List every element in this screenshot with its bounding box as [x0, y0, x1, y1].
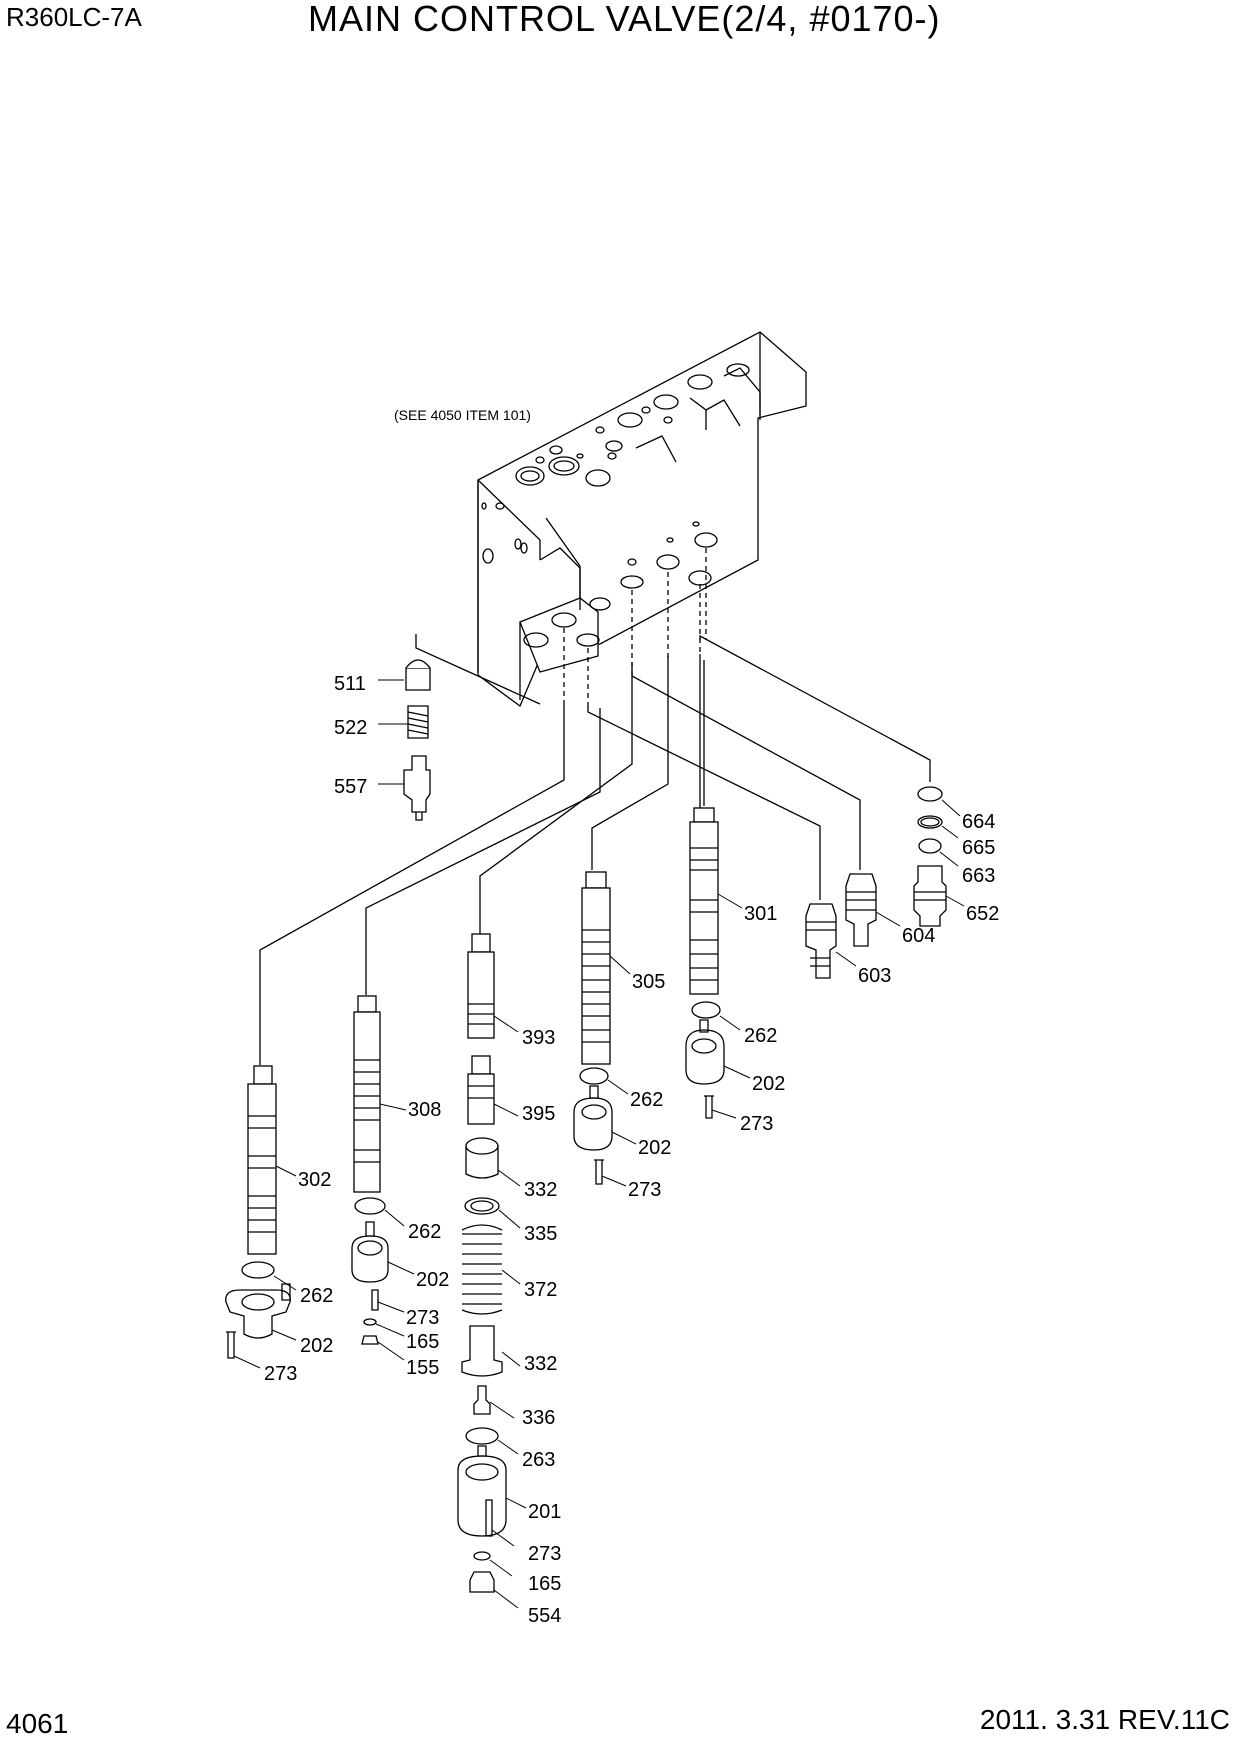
part-label-663: 663: [962, 865, 995, 887]
projection-lines: [563, 548, 707, 702]
part-label-664: 664: [962, 811, 995, 833]
part-labels: 511 522 557 664 665 663 652 604 603 301 …: [264, 673, 999, 1627]
part-604: [845, 873, 877, 947]
spool-305-group: [573, 871, 613, 1185]
page-number: 4061: [6, 1708, 69, 1739]
parts-664-665-663-652: [913, 786, 947, 927]
part-label-262-c: 262: [300, 1285, 333, 1307]
part-label-301: 301: [744, 903, 777, 925]
spool-302-group: [225, 1065, 291, 1359]
part-label-332-b: 332: [524, 1353, 557, 1375]
revision-stamp: 2011. 3.31 REV.11C: [979, 1704, 1230, 1735]
part-label-202-c: 202: [300, 1335, 333, 1357]
part-label-395: 395: [522, 1103, 555, 1125]
spool-308-group: [351, 995, 389, 1345]
valve-body: [477, 331, 807, 708]
part-label-308: 308: [408, 1099, 441, 1121]
part-603: [805, 903, 837, 979]
part-label-554: 554: [528, 1605, 561, 1627]
part-label-511: 511: [334, 673, 366, 695]
part-label-603: 603: [858, 965, 891, 987]
part-label-165-b: 165: [406, 1331, 439, 1353]
part-label-557: 557: [334, 776, 367, 798]
part-label-273-c: 273: [406, 1307, 439, 1329]
spool-301-group: [685, 807, 725, 1119]
part-label-201: 201: [528, 1501, 561, 1523]
routing-lines: [259, 634, 931, 1065]
part-label-273-a: 273: [740, 1113, 773, 1135]
spool-393-group: [457, 933, 507, 1593]
part-label-522: 522: [334, 717, 367, 739]
part-label-165-a: 165: [528, 1573, 561, 1595]
reference-note: (SEE 4050 ITEM 101): [394, 407, 531, 423]
part-label-336: 336: [522, 1407, 555, 1429]
part-label-262-d: 262: [630, 1089, 663, 1111]
part-label-652: 652: [966, 903, 999, 925]
label-leaders: [233, 679, 965, 1609]
part-label-262-a: 262: [744, 1025, 777, 1047]
part-label-263: 263: [522, 1449, 555, 1471]
part-label-273-e: 273: [628, 1179, 661, 1201]
part-label-202-a: 202: [752, 1073, 785, 1095]
part-label-332-a: 332: [524, 1179, 557, 1201]
part-label-273-b: 273: [528, 1543, 561, 1565]
part-label-155: 155: [406, 1357, 439, 1379]
part-label-262-b: 262: [408, 1221, 441, 1243]
part-label-665: 665: [962, 837, 995, 859]
page-title: MAIN CONTROL VALVE(2/4, #0170-): [308, 0, 941, 39]
part-label-273-d: 273: [264, 1363, 297, 1385]
model-code: R360LC-7A: [6, 2, 142, 32]
part-label-202-d: 202: [638, 1137, 671, 1159]
part-label-202-b: 202: [416, 1269, 449, 1291]
parts-511-522-557: [403, 659, 431, 821]
part-label-305: 305: [632, 971, 665, 993]
part-label-335: 335: [524, 1223, 557, 1245]
part-label-604: 604: [902, 925, 935, 947]
part-label-302: 302: [298, 1169, 331, 1191]
part-label-393: 393: [522, 1027, 555, 1049]
part-label-372: 372: [524, 1279, 557, 1301]
